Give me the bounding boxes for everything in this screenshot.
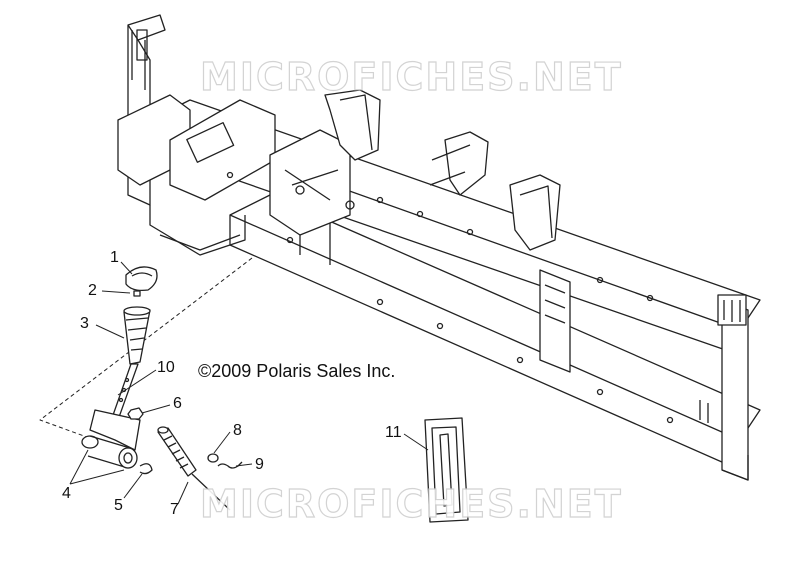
callout-8: 8 xyxy=(233,422,242,439)
callout-9: 9 xyxy=(255,456,264,473)
frame-assembly xyxy=(117,14,761,481)
callout-11: 11 xyxy=(385,424,402,441)
callout-3: 3 xyxy=(80,315,89,332)
shift-lever xyxy=(89,363,141,451)
callout-2: 2 xyxy=(88,282,97,299)
callout-6: 6 xyxy=(173,395,182,412)
washer xyxy=(207,453,219,463)
shift-gate xyxy=(424,417,469,523)
leader-lines xyxy=(69,261,429,505)
retaining-clip xyxy=(139,463,153,475)
shift-knob xyxy=(125,266,158,292)
cotter-pin xyxy=(217,461,243,469)
callout-7: 7 xyxy=(170,501,179,518)
shift-cable xyxy=(157,426,231,511)
callout-5: 5 xyxy=(114,497,123,514)
pivot-bushings xyxy=(81,435,138,469)
knob-nut xyxy=(133,290,141,297)
shift-boot xyxy=(123,306,151,365)
lever-nut xyxy=(127,407,144,420)
watermark-top: MICROFICHES.NET xyxy=(199,54,623,99)
callout-1: 1 xyxy=(110,249,119,266)
assembly-reference-line xyxy=(39,257,253,441)
watermark-bottom: MICROFICHES.NET xyxy=(199,481,623,526)
callout-10: 10 xyxy=(157,359,175,376)
copyright-notice: ©2009 Polaris Sales Inc. xyxy=(198,361,396,381)
callout-4: 4 xyxy=(62,485,71,502)
